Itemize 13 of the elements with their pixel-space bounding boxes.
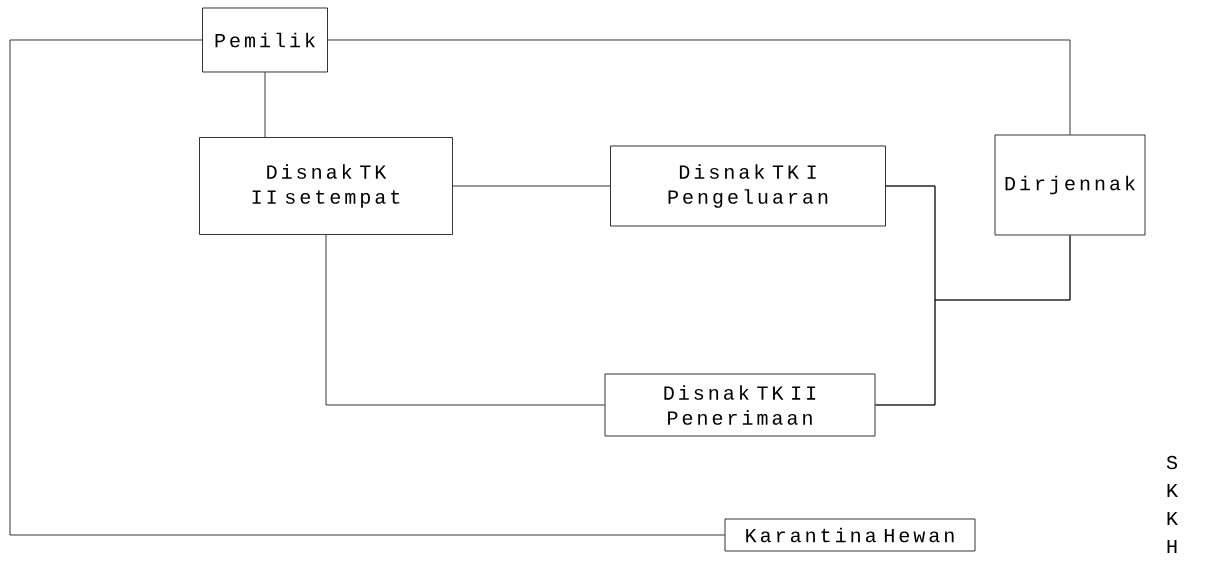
connector-line	[452, 185, 611, 187]
process-box: Disnak TK I Pengeluaran	[610, 145, 886, 227]
process-box: Disnak TK II Penerimaan	[604, 373, 876, 437]
process-box: Dirjennak	[994, 134, 1146, 236]
process-box: Karantina Hewan	[724, 518, 976, 552]
connector-line	[325, 234, 605, 406]
process-box: Pemilik	[202, 7, 328, 73]
connector-line	[875, 235, 1071, 406]
connector-line	[264, 72, 266, 138]
vertical-label: S K K H	[1166, 455, 1178, 554]
process-box: Disnak TK II setempat	[199, 137, 453, 235]
connector-line	[327, 39, 1071, 135]
connector-line	[9, 39, 725, 536]
